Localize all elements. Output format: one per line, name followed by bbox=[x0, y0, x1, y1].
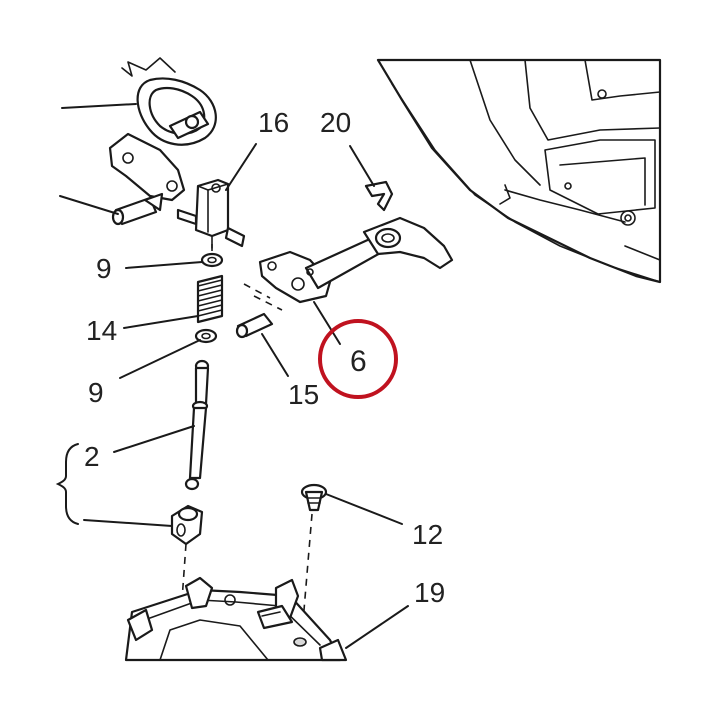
washer-lower bbox=[194, 328, 218, 344]
callout-16: 16 bbox=[258, 107, 289, 138]
callout-15: 15 bbox=[288, 379, 319, 410]
part-2-rod bbox=[184, 359, 210, 491]
callout-2: 2 bbox=[84, 441, 100, 472]
callout-20: 20 bbox=[320, 107, 351, 138]
part-16-bracket bbox=[176, 178, 246, 249]
leader-lines bbox=[55, 103, 409, 649]
upper-linkage bbox=[108, 57, 217, 226]
base-assembly bbox=[124, 576, 348, 662]
part-6-lever-arm bbox=[258, 216, 454, 304]
callout-6: 6 bbox=[350, 345, 367, 378]
part-12-screw bbox=[300, 483, 328, 512]
part-15-pin bbox=[235, 283, 283, 339]
rod-end-coupler bbox=[170, 504, 204, 546]
callout-12: 12 bbox=[412, 519, 443, 550]
callout-9-lower: 9 bbox=[88, 377, 104, 408]
callout-19: 19 bbox=[414, 577, 445, 608]
spring-14 bbox=[196, 274, 224, 324]
callout-9-upper: 9 bbox=[96, 253, 112, 284]
callout-14: 14 bbox=[86, 315, 117, 346]
chassis-frame bbox=[376, 58, 662, 284]
highlight-circle bbox=[318, 319, 398, 399]
washer-upper bbox=[200, 252, 224, 268]
part-20-clip bbox=[364, 180, 394, 212]
